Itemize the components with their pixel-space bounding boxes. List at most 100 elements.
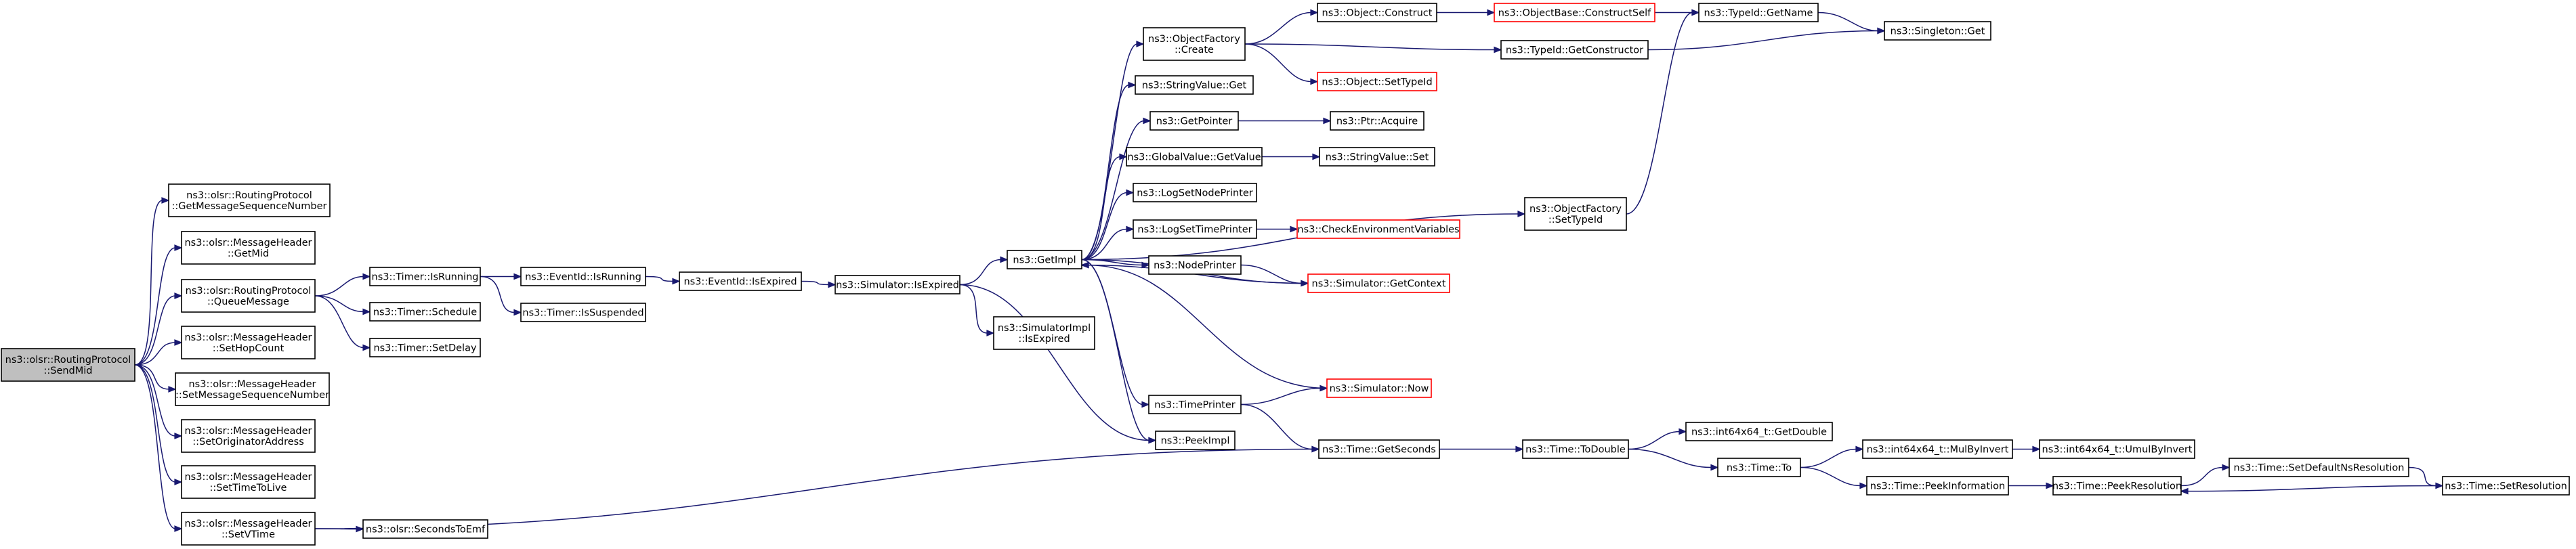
node-singletonget[interactable]: ns3::Singleton::Get xyxy=(1884,21,1991,41)
node-timesetres[interactable]: ns3::Time::SetResolution xyxy=(2442,476,2570,496)
node-box[interactable] xyxy=(1500,40,1649,60)
node-box[interactable] xyxy=(1296,219,1460,239)
node-timerisrunning[interactable]: ns3::Timer::IsRunning xyxy=(369,267,481,286)
node-getimpl[interactable]: ns3::GetImpl xyxy=(1007,250,1082,269)
node-box[interactable] xyxy=(1884,21,1991,41)
node-timerissuspended[interactable]: ns3::Timer::IsSuspended xyxy=(520,303,646,322)
node-getmid[interactable]: ns3::olsr::MessageHeader::GetMid xyxy=(181,231,316,265)
node-simisexpired[interactable]: ns3::Simulator::IsExpired xyxy=(835,275,960,294)
node-globalvalueget[interactable]: ns3::GlobalValue::GetValue xyxy=(1126,147,1263,167)
node-box[interactable] xyxy=(520,267,646,286)
node-box[interactable] xyxy=(181,465,316,499)
node-logsetnodeprinter[interactable]: ns3::LogSetNodePrinter xyxy=(1133,183,1257,202)
node-box[interactable] xyxy=(1155,431,1236,450)
node-box[interactable] xyxy=(181,231,316,265)
node-box[interactable] xyxy=(835,275,960,294)
node-box[interactable] xyxy=(168,183,331,217)
node-setmsgseq[interactable]: ns3::olsr::MessageHeader::SetMessageSequ… xyxy=(175,372,330,406)
node-box[interactable] xyxy=(1133,183,1257,202)
node-box[interactable] xyxy=(1862,439,2013,459)
node-box[interactable] xyxy=(2052,476,2182,496)
node-simgetcontext[interactable]: ns3::Simulator::GetContext xyxy=(1307,273,1450,293)
node-box[interactable] xyxy=(1522,439,1629,459)
node-eventisrunning[interactable]: ns3::EventId::IsRunning xyxy=(520,267,646,286)
node-box[interactable] xyxy=(2039,439,2195,459)
node-typeidgetctor[interactable]: ns3::TypeId::GetConstructor xyxy=(1500,40,1649,60)
node-box[interactable] xyxy=(2229,458,2409,477)
node-box[interactable] xyxy=(181,279,316,313)
node-box[interactable] xyxy=(993,316,1095,350)
node-typeidgetname[interactable]: ns3::TypeId::GetName xyxy=(1698,3,1819,22)
node-objconstruct[interactable]: ns3::Object::Construct xyxy=(1317,3,1437,22)
node-timerschedule[interactable]: ns3::Timer::Schedule xyxy=(369,302,481,322)
node-setorig[interactable]: ns3::olsr::MessageHeader::SetOriginatorA… xyxy=(181,419,316,453)
node-sendmid[interactable]: ns3::olsr::RoutingProtocol::SendMid xyxy=(1,348,135,382)
node-queuemsg[interactable]: ns3::olsr::RoutingProtocol::QueueMessage xyxy=(181,279,316,313)
node-box[interactable] xyxy=(181,512,316,546)
node-timegetseconds[interactable]: ns3::Time::GetSeconds xyxy=(1318,439,1440,459)
node-box[interactable] xyxy=(1148,395,1242,414)
node-box[interactable] xyxy=(1126,147,1263,167)
node-setvtime[interactable]: ns3::olsr::MessageHeader::SetVTime xyxy=(181,512,316,546)
node-box[interactable] xyxy=(1685,422,1833,441)
node-nodeprinter[interactable]: ns3::NodePrinter xyxy=(1148,255,1242,275)
node-box[interactable] xyxy=(1317,72,1437,91)
node-box[interactable] xyxy=(1330,111,1424,131)
node-box[interactable] xyxy=(369,302,481,322)
node-peekimpl[interactable]: ns3::PeekImpl xyxy=(1155,431,1236,450)
node-box[interactable] xyxy=(1524,197,1627,231)
node-getmsgseq[interactable]: ns3::olsr::RoutingProtocol::GetMessageSe… xyxy=(168,183,331,217)
node-stringvalueset[interactable]: ns3::StringValue::Set xyxy=(1319,147,1435,167)
node-box[interactable] xyxy=(1717,458,1801,477)
node-int64umulbyinvert[interactable]: ns3::int64x64_t::UmulByInvert xyxy=(2039,439,2195,459)
node-box[interactable] xyxy=(362,519,488,539)
node-stringvalueget[interactable]: ns3::StringValue::Get xyxy=(1135,75,1254,95)
node-box[interactable] xyxy=(1143,27,1246,61)
node-box[interactable] xyxy=(1133,219,1257,239)
node-sethopcount[interactable]: ns3::olsr::MessageHeader::SetHopCount xyxy=(181,326,316,359)
node-timetodouble[interactable]: ns3::Time::ToDouble xyxy=(1522,439,1629,459)
node-box[interactable] xyxy=(1494,3,1655,22)
node-box[interactable] xyxy=(1149,111,1239,131)
node-timersetdelay[interactable]: ns3::Timer::SetDelay xyxy=(369,338,481,357)
node-box[interactable] xyxy=(369,267,481,286)
node-setttl[interactable]: ns3::olsr::MessageHeader::SetTimeToLive xyxy=(181,465,316,499)
node-objbaseconstruct[interactable]: ns3::ObjectBase::ConstructSelf xyxy=(1494,3,1655,22)
node-box[interactable] xyxy=(1007,250,1082,269)
node-box[interactable] xyxy=(1148,255,1242,275)
node-simimplisexpired[interactable]: ns3::SimulatorImpl::IsExpired xyxy=(993,316,1095,350)
node-secondstoemf[interactable]: ns3::olsr::SecondsToEmf xyxy=(362,519,488,539)
node-box[interactable] xyxy=(369,338,481,357)
node-box[interactable] xyxy=(2442,476,2570,496)
node-checkenv[interactable]: ns3::CheckEnvironmentVariables xyxy=(1296,219,1460,239)
node-box[interactable] xyxy=(1317,3,1437,22)
node-box[interactable] xyxy=(1319,147,1435,167)
node-timeto[interactable]: ns3::Time::To xyxy=(1717,458,1801,477)
node-box[interactable] xyxy=(181,326,316,359)
node-eventisexpired[interactable]: ns3::EventId::IsExpired xyxy=(679,271,802,291)
node-getpointer[interactable]: ns3::GetPointer xyxy=(1149,111,1239,131)
node-objfactsettypeid[interactable]: ns3::ObjectFactory::SetTypeId xyxy=(1524,197,1627,231)
node-objsettypeid[interactable]: ns3::Object::SetTypeId xyxy=(1317,72,1437,91)
node-box[interactable] xyxy=(1698,3,1819,22)
node-box[interactable] xyxy=(175,372,330,406)
node-box[interactable] xyxy=(679,271,802,291)
node-box[interactable] xyxy=(520,303,646,322)
node-timepeekres[interactable]: ns3::Time::PeekResolution xyxy=(2052,476,2182,496)
node-logsettimeprinter[interactable]: ns3::LogSetTimePrinter xyxy=(1133,219,1257,239)
node-box[interactable] xyxy=(1326,378,1432,398)
node-timepeekinfo[interactable]: ns3::Time::PeekInformation xyxy=(1866,476,2009,496)
node-box[interactable] xyxy=(1866,476,2009,496)
node-box[interactable] xyxy=(1318,439,1440,459)
node-timesetdefault[interactable]: ns3::Time::SetDefaultNsResolution xyxy=(2229,458,2409,477)
node-ptracquire[interactable]: ns3::Ptr::Acquire xyxy=(1330,111,1424,131)
node-timeprinter[interactable]: ns3::TimePrinter xyxy=(1148,395,1242,414)
node-box[interactable] xyxy=(1135,75,1254,95)
node-box[interactable] xyxy=(181,419,316,453)
node-simnow[interactable]: ns3::Simulator::Now xyxy=(1326,378,1432,398)
node-int64getdouble[interactable]: ns3::int64x64_t::GetDouble xyxy=(1685,422,1833,441)
node-box[interactable] xyxy=(1307,273,1450,293)
node-objfactcreate[interactable]: ns3::ObjectFactory::Create xyxy=(1143,27,1246,61)
node-int64mulbyinvert[interactable]: ns3::int64x64_t::MulByInvert xyxy=(1862,439,2013,459)
node-box[interactable] xyxy=(1,348,135,382)
